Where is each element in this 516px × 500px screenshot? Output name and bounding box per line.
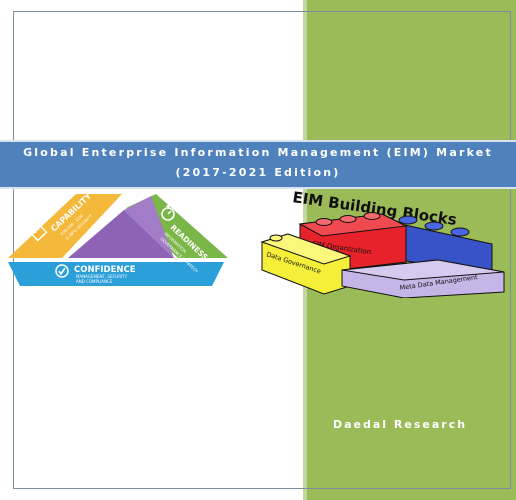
confidence-sub1: MANAGEMENT, SECURITY [76, 274, 128, 279]
purple-block [341, 259, 505, 298]
checkmark-icon [55, 264, 69, 278]
report-title: Global Enterprise Information Management… [23, 146, 493, 159]
building-icon [28, 222, 48, 242]
center-triangle [68, 210, 174, 258]
report-edition: (2017-2021 Edition) [175, 166, 341, 179]
confidence-title: CONFIDENCE [74, 265, 136, 275]
stopwatch-icon [161, 205, 175, 221]
yellow-block [260, 233, 352, 295]
page-border [13, 11, 511, 489]
confidence-sub2: AND COMPLIANCE [76, 279, 113, 284]
confidence-band [8, 262, 224, 286]
title-banner: Global Enterprise Information Management… [0, 140, 516, 189]
capability-panel [8, 194, 122, 258]
eim-building-blocks-graphic: EIM Building Blocks EIM Organization Dat… [260, 188, 505, 298]
publisher-name: Daedal Research [333, 418, 468, 431]
eim-maturity-graphic: CAPABILITY FOR EIM - CLM & INFO SECURITY… [8, 191, 228, 286]
